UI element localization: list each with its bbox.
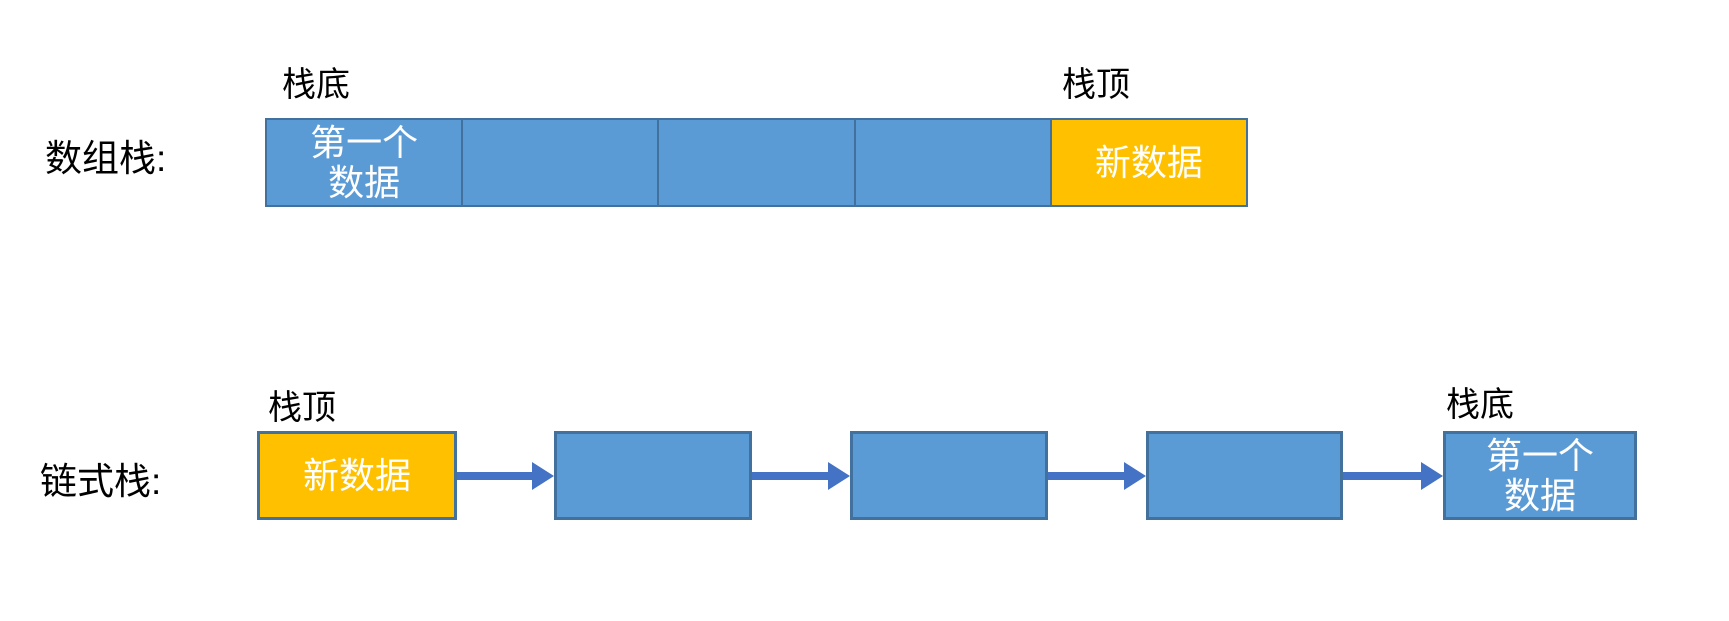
linked-stack-bottom-label: 栈底 xyxy=(1446,386,1514,424)
array-cell-new-data: 新数据 xyxy=(1049,120,1247,205)
linked-stack-top-label: 栈顶 xyxy=(268,389,336,427)
arrow-shaft xyxy=(457,472,535,480)
linked-node-new-data-text: 新数据 xyxy=(302,454,411,496)
array-cell-new-data-text: 新数据 xyxy=(1094,141,1203,183)
array-stack-bar: 第一个 数据 新数据 xyxy=(265,118,1248,207)
arrow-head xyxy=(532,462,554,490)
arrow-right-icon-1 xyxy=(457,461,554,491)
linked-node-empty-1 xyxy=(554,431,752,520)
array-cell-empty-3 xyxy=(853,120,1050,205)
array-cell-empty-1 xyxy=(461,120,658,205)
array-stack-top-label: 栈顶 xyxy=(1062,66,1130,104)
linked-node-new-data: 新数据 xyxy=(257,431,457,520)
arrow-shaft xyxy=(752,472,831,480)
linked-node-first-data: 第一个 数据 xyxy=(1443,431,1637,520)
linked-stack-row-label: 链式栈: xyxy=(40,461,162,502)
arrow-head xyxy=(1124,462,1146,490)
arrow-shaft xyxy=(1048,472,1127,480)
linked-node-first-data-text: 第一个 数据 xyxy=(1485,434,1594,516)
array-cell-empty-2 xyxy=(657,120,854,205)
arrow-head xyxy=(828,462,850,490)
arrow-right-icon-4 xyxy=(1343,461,1443,491)
array-cell-first-data: 第一个 数据 xyxy=(267,120,462,205)
linked-node-empty-3 xyxy=(1146,431,1343,520)
arrow-right-icon-3 xyxy=(1048,461,1146,491)
array-stack-row-label: 数组栈: xyxy=(45,138,167,179)
array-stack-bottom-label: 栈底 xyxy=(282,66,350,104)
array-cell-first-data-text: 第一个 数据 xyxy=(310,121,419,203)
arrow-shaft xyxy=(1343,472,1424,480)
linked-node-empty-2 xyxy=(850,431,1048,520)
arrow-right-icon-2 xyxy=(752,461,850,491)
arrow-head xyxy=(1421,462,1443,490)
